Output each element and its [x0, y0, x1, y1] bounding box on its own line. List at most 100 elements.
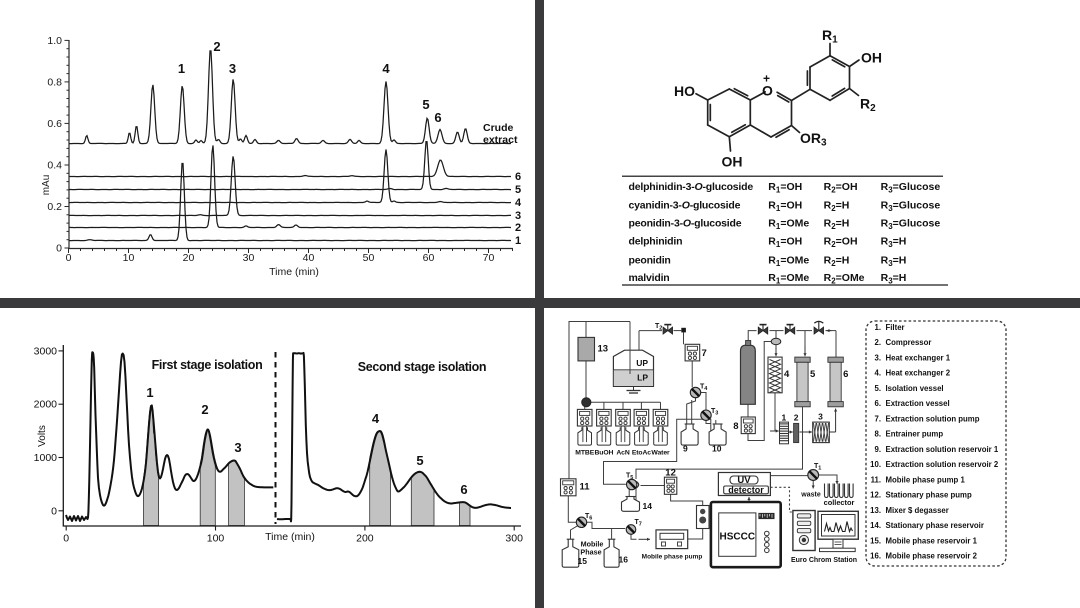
svg-text:OR3: OR3 [800, 130, 827, 149]
svg-text:Mobile phase pump: Mobile phase pump [642, 554, 703, 561]
svg-text:Entrainer pump: Entrainer pump [886, 430, 944, 439]
svg-text:0: 0 [66, 252, 72, 264]
svg-text:6.: 6. [874, 399, 881, 408]
svg-text:R3=Glucose: R3=Glucose [881, 181, 941, 195]
svg-text:15: 15 [578, 556, 588, 566]
svg-text:6: 6 [843, 369, 848, 380]
svg-text:16.: 16. [870, 552, 881, 561]
svg-text:5: 5 [810, 369, 816, 380]
svg-text:Stationary phase reservoir: Stationary phase reservoir [886, 521, 984, 530]
svg-text:Mobile phase pump 1: Mobile phase pump 1 [886, 475, 966, 484]
svg-text:Second stage isolation: Second stage isolation [358, 360, 486, 374]
svg-text:EtoAc: EtoAc [632, 450, 651, 457]
svg-text:8: 8 [733, 421, 738, 432]
svg-text:2: 2 [515, 222, 521, 234]
svg-text:extract: extract [483, 134, 518, 146]
svg-text:3: 3 [818, 412, 823, 422]
svg-text:Crude: Crude [483, 122, 513, 134]
svg-text:1: 1 [515, 235, 521, 247]
svg-text:1: 1 [146, 385, 153, 400]
svg-text:10.: 10. [870, 460, 881, 469]
svg-text:delphinidin: delphinidin [629, 235, 683, 247]
svg-text:Mobile phase reservoir 2: Mobile phase reservoir 2 [886, 552, 978, 561]
svg-text:detector: detector [728, 485, 764, 495]
svg-text:R3=H: R3=H [881, 272, 907, 286]
svg-text:2000: 2000 [34, 399, 58, 411]
svg-text:R2=H: R2=H [824, 200, 850, 214]
svg-text:R2=H: R2=H [824, 254, 850, 268]
svg-text:2.: 2. [874, 338, 881, 347]
svg-text:1: 1 [178, 61, 185, 76]
svg-text:T5: T5 [626, 473, 633, 482]
svg-text:11: 11 [580, 482, 591, 493]
svg-text:R2=H: R2=H [824, 218, 850, 232]
svg-text:12.: 12. [870, 491, 881, 500]
svg-text:R2: R2 [860, 96, 876, 115]
svg-text:10: 10 [123, 252, 135, 264]
svg-text:R1=OH: R1=OH [768, 200, 802, 214]
svg-text:30: 30 [243, 252, 255, 264]
svg-text:3: 3 [515, 210, 521, 222]
svg-text:Extraction solution reservoir: Extraction solution reservoir 1 [886, 445, 999, 454]
svg-text:Extraction solution pump: Extraction solution pump [886, 414, 980, 423]
svg-text:0.2: 0.2 [47, 201, 62, 213]
svg-text:Time (min): Time (min) [265, 531, 315, 543]
svg-text:8.: 8. [874, 430, 881, 439]
svg-text:Phase: Phase [580, 548, 601, 557]
svg-text:0.6: 0.6 [47, 118, 62, 130]
svg-text:13.: 13. [870, 506, 881, 515]
svg-text:3000: 3000 [34, 345, 58, 357]
svg-text:R2=OH: R2=OH [824, 235, 858, 249]
svg-text:MTBE: MTBE [575, 450, 594, 457]
svg-text:14: 14 [643, 501, 653, 511]
svg-text:60: 60 [423, 252, 435, 264]
svg-text:3: 3 [229, 61, 236, 76]
svg-text:4.: 4. [874, 369, 881, 378]
svg-text:AcN: AcN [616, 450, 629, 457]
svg-text:5: 5 [416, 453, 423, 468]
svg-text:T3: T3 [711, 408, 718, 417]
svg-text:200: 200 [356, 533, 374, 545]
svg-text:5.: 5. [874, 384, 881, 393]
svg-text:1000: 1000 [34, 452, 58, 464]
svg-text:9.: 9. [874, 445, 881, 454]
svg-text:First stage isolation: First stage isolation [152, 358, 263, 372]
svg-text:16: 16 [619, 555, 629, 565]
svg-text:10: 10 [712, 444, 722, 454]
svg-text:R3=Glucose: R3=Glucose [881, 218, 941, 232]
svg-text:collector: collector [824, 498, 855, 507]
svg-text:5: 5 [515, 184, 521, 196]
svg-text:malvidin: malvidin [629, 272, 670, 284]
svg-text:Filter: Filter [886, 323, 905, 332]
svg-text:T6: T6 [585, 513, 592, 522]
svg-text:Compressor: Compressor [886, 338, 932, 347]
svg-text:Euro Chrom Station: Euro Chrom Station [791, 557, 857, 564]
svg-text:Volts: Volts [37, 425, 48, 447]
svg-text:T2: T2 [655, 323, 662, 332]
svg-text:Mixer $ degasser: Mixer $ degasser [886, 506, 949, 515]
svg-text:11.: 11. [871, 475, 881, 484]
svg-text:6: 6 [434, 110, 441, 125]
svg-text:14.: 14. [870, 521, 881, 530]
svg-text:UP: UP [636, 358, 648, 368]
svg-text:R1=OMe: R1=OMe [768, 218, 809, 232]
svg-text:4: 4 [515, 197, 522, 209]
svg-text:6: 6 [460, 482, 467, 497]
svg-text:1.0: 1.0 [47, 35, 62, 47]
svg-text:mAu: mAu [41, 175, 52, 196]
svg-text:R1: R1 [822, 27, 838, 46]
svg-text:300: 300 [505, 533, 523, 545]
svg-text:T7: T7 [635, 519, 642, 528]
svg-text:Isolation vessel: Isolation vessel [886, 384, 944, 393]
svg-text:R1=OMe: R1=OMe [768, 254, 809, 268]
svg-text:7.: 7. [874, 414, 881, 423]
svg-text:4: 4 [382, 61, 390, 76]
svg-text:Extraction solution reservoir: Extraction solution reservoir 2 [886, 460, 999, 469]
svg-text:9: 9 [683, 444, 688, 454]
svg-text:2: 2 [794, 413, 799, 423]
svg-text:70: 70 [483, 252, 495, 264]
svg-text:20: 20 [183, 252, 195, 264]
svg-text:Time (min): Time (min) [269, 266, 319, 278]
svg-text:2: 2 [213, 39, 220, 54]
svg-text:R3=Glucose: R3=Glucose [881, 200, 941, 214]
